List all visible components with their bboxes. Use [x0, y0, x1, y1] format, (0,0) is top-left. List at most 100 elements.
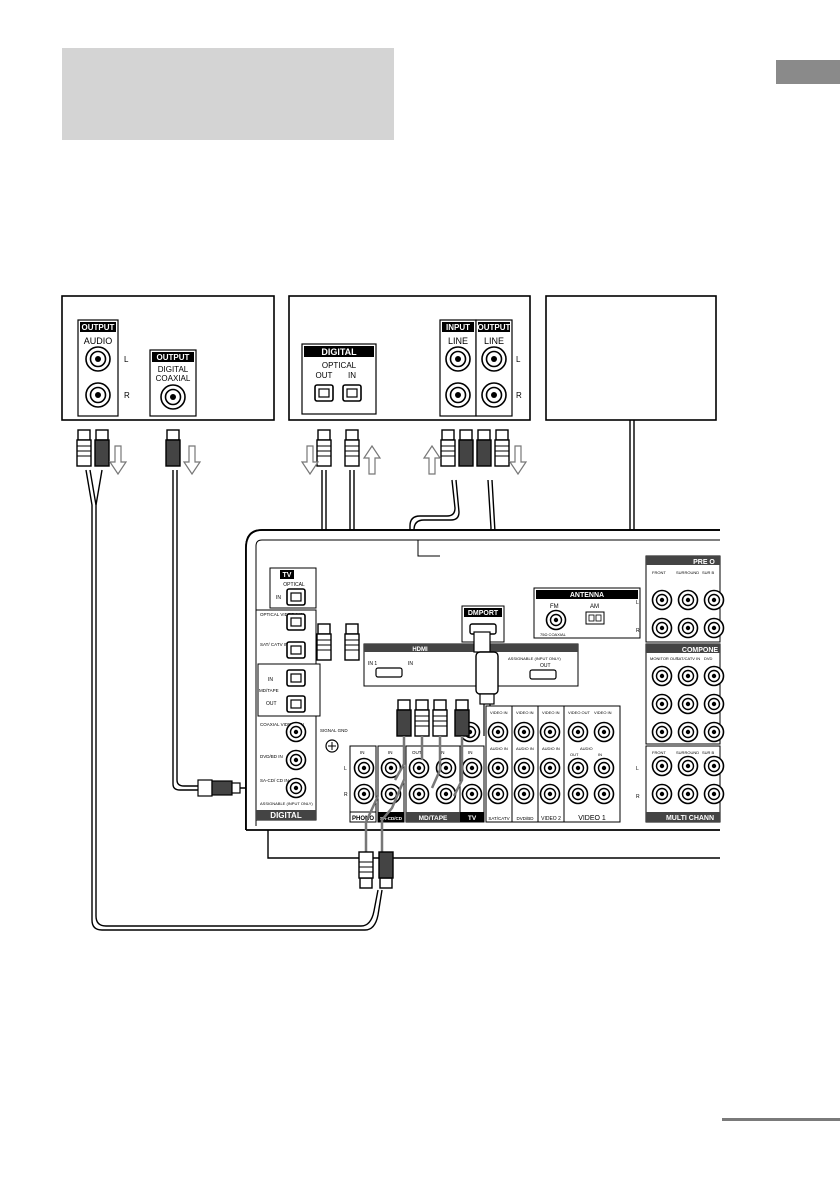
multi-channel-footer: MULTI CHANN	[666, 815, 714, 822]
multi-channel-jack	[651, 783, 673, 805]
left-coaxial-label: COAXIAL	[156, 374, 191, 383]
mc-l-label: L	[636, 766, 639, 772]
component-jack	[677, 721, 699, 743]
middle-line-in-r-jack	[445, 382, 471, 408]
comp-sat-catv-label: SAT/CATV IN	[676, 656, 700, 661]
line-in-r-plug	[458, 429, 474, 467]
col5-in: IN	[598, 752, 602, 757]
md-out2-label: OUT	[412, 750, 422, 755]
col2-audio-in: AUDIO IN	[516, 746, 534, 751]
left-output-header: OUTPUT	[82, 323, 115, 332]
tv-l-jack	[461, 757, 483, 779]
multi-channel-jack	[677, 755, 699, 777]
component-jack	[703, 693, 725, 715]
audio-jack	[513, 783, 535, 805]
signal-arrow-down-1	[109, 445, 127, 475]
rx-optical-plug-1	[316, 623, 332, 661]
receiver-rear-panel: DIGITAL TV OPTICAL IN OPTICAL VIDEO 1 IN…	[197, 529, 725, 859]
hdmi-out-label: OUT	[540, 663, 551, 669]
col4-out: OUT	[570, 752, 579, 757]
sat-catv-optical-port	[286, 641, 306, 659]
audio-jack	[567, 757, 589, 779]
md-tape-footer: MD/TAPE	[419, 815, 448, 822]
signal-arrow-up-1	[363, 445, 381, 475]
left-digital-label: DIGITAL	[158, 365, 189, 374]
sacd-cd-in-label: SA-CD/ CD IN	[260, 778, 289, 783]
col4-audio: AUDIO	[580, 746, 593, 751]
pre-surb-label: SUR B	[702, 570, 715, 575]
col4-video-out: VIDEO OUT	[568, 710, 591, 715]
mc-surround-label: SURROUND	[676, 750, 699, 755]
md-optical-out-port	[286, 695, 306, 713]
middle-line-in-label: LINE	[448, 336, 468, 346]
sacd-coax-jack	[285, 777, 307, 799]
dvd-bd-in-label: DVD/BD IN	[260, 754, 283, 759]
component-jack	[703, 665, 725, 687]
multi-channel-jack	[703, 783, 725, 805]
md-plug-2	[414, 699, 430, 737]
component-header: COMPONE	[682, 647, 719, 654]
sat-catv-footer: SAT/CATV	[488, 816, 509, 821]
tv-badge: TV	[283, 572, 292, 579]
component-jack	[651, 693, 673, 715]
middle-optical-label: OPTICAL	[322, 361, 357, 370]
line-in-l-plug	[440, 429, 456, 467]
left-audio-r-jack	[85, 382, 111, 408]
md-in-label: IN	[268, 677, 273, 683]
hdmi-in1-label: IN 1	[368, 661, 377, 667]
mc-front-label: FRONT	[652, 750, 666, 755]
component-jack	[703, 721, 725, 743]
left-audio-label: AUDIO	[84, 336, 113, 346]
left-digital-output-header: OUTPUT	[157, 353, 190, 362]
antenna-header: ANTENNA	[570, 592, 604, 599]
left-r-plug	[94, 429, 110, 467]
pre-out-jack	[703, 589, 725, 611]
audio-jack	[513, 757, 535, 779]
col1-audio-in: AUDIO IN	[490, 746, 508, 751]
device-box-middle: DIGITAL OPTICAL OUT IN INPUT LINE OUTPUT…	[288, 295, 531, 421]
md-out-label: OUT	[266, 701, 277, 707]
sacd-footer: SA-CD/CD	[380, 816, 403, 821]
left-l-label: L	[124, 355, 129, 364]
hdmi-assignable-label: ASSIGNABLE (INPUT ONLY)	[508, 656, 561, 661]
middle-optical-out: OUT	[316, 371, 333, 380]
md-in-r-jack	[435, 783, 457, 805]
md-plug-4	[454, 699, 470, 737]
left-coax-plug	[165, 429, 181, 467]
audio-jack	[487, 757, 509, 779]
signal-arrow-down-3	[301, 445, 319, 475]
video1-optical-port	[286, 613, 306, 631]
rx-optical-plug-2	[344, 623, 360, 661]
fm-antenna-jack	[545, 609, 567, 631]
device-box-left: OUTPUT AUDIO L R OUTPUT DIGITAL COAXIAL	[61, 295, 275, 421]
md-optical-in-port	[286, 669, 306, 687]
signal-arrow-up-2	[423, 445, 441, 475]
coaxial-video2-jack	[285, 721, 307, 743]
coaxial-video2-label: COAXIAL VIDEO 2 IN	[260, 722, 304, 727]
middle-l-label: L	[516, 355, 521, 364]
pre-surround-label: SURROUND	[676, 570, 699, 575]
sat-catv-label: SAT/ CATV IN	[260, 642, 288, 647]
middle-optical-in-port	[342, 384, 362, 402]
pre-out-jack	[651, 589, 673, 611]
col2-video-in: VIDEO IN	[516, 710, 534, 715]
md-tape-label: MD/TAPE	[259, 688, 279, 693]
video-jack	[513, 721, 535, 743]
col1-video-in: VIDEO IN	[490, 710, 508, 715]
component-jack	[651, 665, 673, 687]
middle-line-out-label: LINE	[484, 336, 504, 346]
middle-optical-out-port	[314, 384, 334, 402]
input-l-label: L	[344, 766, 347, 772]
section-title-box	[62, 48, 394, 140]
video-jack	[567, 721, 589, 743]
signal-arrow-down-4	[509, 445, 527, 475]
sacd-in-label: IN	[388, 750, 393, 755]
dvd-bd-footer: DVD/BD	[516, 816, 534, 821]
pre-out-jack	[703, 617, 725, 639]
tv-r-jack	[461, 783, 483, 805]
mc-surb-label: SUR B	[702, 750, 715, 755]
dvd-bd-coax-jack	[285, 749, 307, 771]
left-coaxial-jack	[160, 384, 186, 410]
audio-jack	[567, 783, 589, 805]
